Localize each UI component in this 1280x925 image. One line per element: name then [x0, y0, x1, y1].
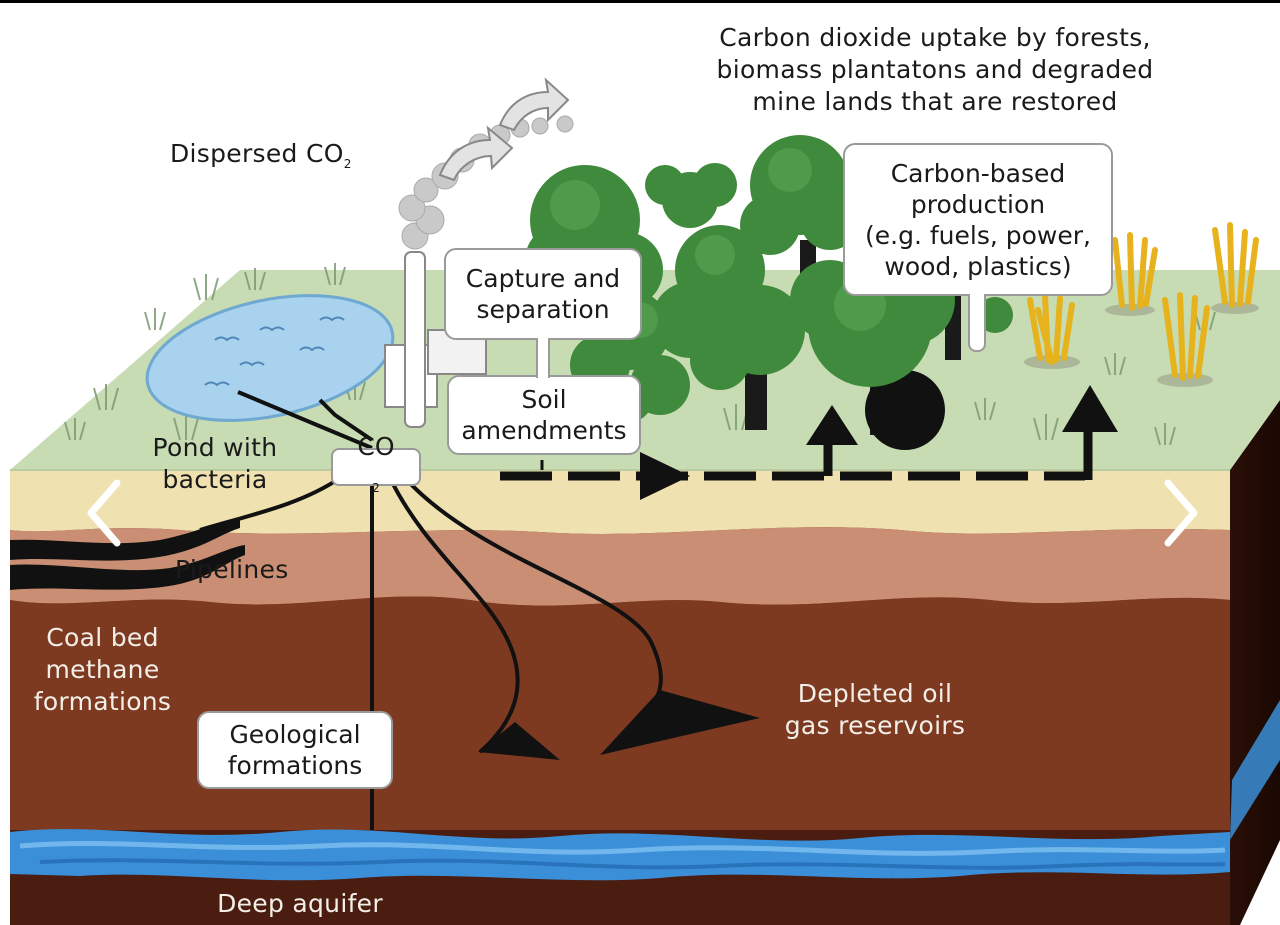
geological-line-2: formations	[227, 751, 363, 780]
pipelines-label: Pipelines	[175, 555, 289, 584]
capture-pointer	[536, 338, 550, 378]
co2-box: CO 2	[331, 432, 421, 495]
carbon-based-line-4: wood, plastics)	[884, 251, 1072, 281]
depleted-line-1: Depleted oil	[797, 679, 953, 708]
dispersed-text: Dispersed CO	[170, 139, 344, 168]
depleted-line-2: gas reservoirs	[784, 711, 966, 740]
depleted-reservoirs-label: Depleted oil gas reservoirs	[765, 678, 985, 742]
pond-line-2: bacteria	[162, 465, 268, 494]
dispersed-co2-label: Dispersed CO2	[170, 138, 390, 180]
capture-separation-box: Capture and separation	[444, 248, 642, 340]
capture-line-2: separation	[476, 295, 610, 324]
co2-text: CO	[357, 431, 395, 461]
dispersed-subscript: 2	[343, 157, 352, 171]
geological-formations-box: Geological formations	[197, 711, 393, 789]
uptake-line-3: mine lands that are restored	[752, 87, 1118, 116]
carbon-based-line-2: production	[910, 189, 1046, 219]
top-border	[0, 0, 1280, 3]
coal-bed-line-2: methane	[45, 655, 160, 684]
soil-flow-arrow	[500, 385, 1118, 500]
carbon-based-line-3: (e.g. fuels, power,	[865, 220, 1091, 250]
carbon-based-production-box: Carbon-based production (e.g. fuels, pow…	[843, 143, 1113, 296]
carbon-based-line-1: Carbon-based	[890, 158, 1066, 188]
uptake-line-2: biomass plantatons and degraded	[716, 55, 1154, 84]
soil-line-2: amendments	[461, 416, 627, 445]
pond	[145, 294, 395, 422]
carbon-based-pointer	[968, 294, 986, 352]
wheat-crops	[1024, 222, 1259, 387]
coal-bed-label: Coal bed methane formations	[20, 622, 185, 718]
pond-label: Pond with bacteria	[135, 432, 295, 496]
coal-bed-line-3: formations	[33, 687, 172, 716]
soil-amendments-box: Soil amendments	[447, 375, 641, 455]
soil-line-1: Soil	[521, 385, 567, 414]
chevron-left-icon[interactable]	[75, 473, 135, 553]
soil-cross-section	[10, 400, 1280, 925]
uptake-label: Carbon dioxide uptake by forests, biomas…	[680, 22, 1190, 118]
injection-wedges	[478, 690, 760, 760]
chevron-right-icon[interactable]	[1150, 473, 1210, 553]
pond-line-1: Pond with	[152, 433, 278, 462]
coal-bed-line-1: Coal bed	[46, 623, 159, 652]
co2-subscript: 2	[372, 480, 380, 495]
geological-line-1: Geological	[229, 720, 361, 749]
pipelines	[10, 518, 245, 590]
capture-line-1: Capture and	[465, 264, 621, 293]
deep-aquifer-label: Deep aquifer	[217, 889, 383, 918]
uptake-line-1: Carbon dioxide uptake by forests,	[719, 23, 1151, 52]
